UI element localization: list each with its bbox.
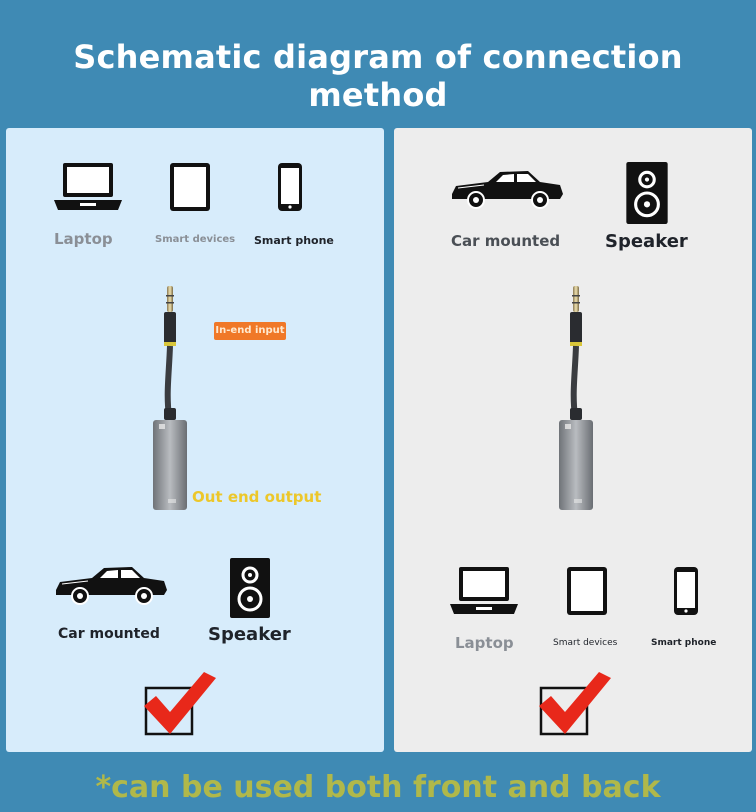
right-smart-phone-label: Smart phone [651,638,717,648]
laptop-icon [54,163,122,210]
phone-icon [278,163,302,211]
footer-note: *can be used both front and back [95,770,661,805]
laptop-icon [450,567,518,614]
left-speaker-label: Speaker [208,624,291,645]
left-car-mounted-label: Car mounted [58,626,160,642]
speaker-icon [230,558,270,618]
left-panel [6,128,384,752]
car-icon [452,171,563,209]
left-laptop-label: Laptop [54,230,113,248]
audio-adapter-image [153,286,187,510]
left-smart-devices-label: Smart devices [155,234,236,245]
right-smart-devices-label: Smart devices [553,638,618,648]
checkmark-icon [144,672,216,736]
tablet-icon [170,163,210,211]
footer-bar [0,752,756,812]
left-smart-phone-label: Smart phone [254,234,334,247]
speaker-icon [626,162,668,224]
out-end-output-tag: Out end output [192,488,322,506]
header-bar [0,0,756,126]
in-end-input-tag: In-end input [214,322,286,340]
phone-icon [674,567,698,615]
checkmark-icon [539,672,611,736]
audio-adapter-image [559,286,593,510]
page-title: Schematic diagram of connection method [73,38,683,114]
right-car-mounted-label: Car mounted [451,232,561,250]
right-speaker-label: Speaker [605,231,688,252]
right-laptop-label: Laptop [455,634,514,652]
car-icon [56,567,167,605]
tablet-icon [567,567,607,615]
